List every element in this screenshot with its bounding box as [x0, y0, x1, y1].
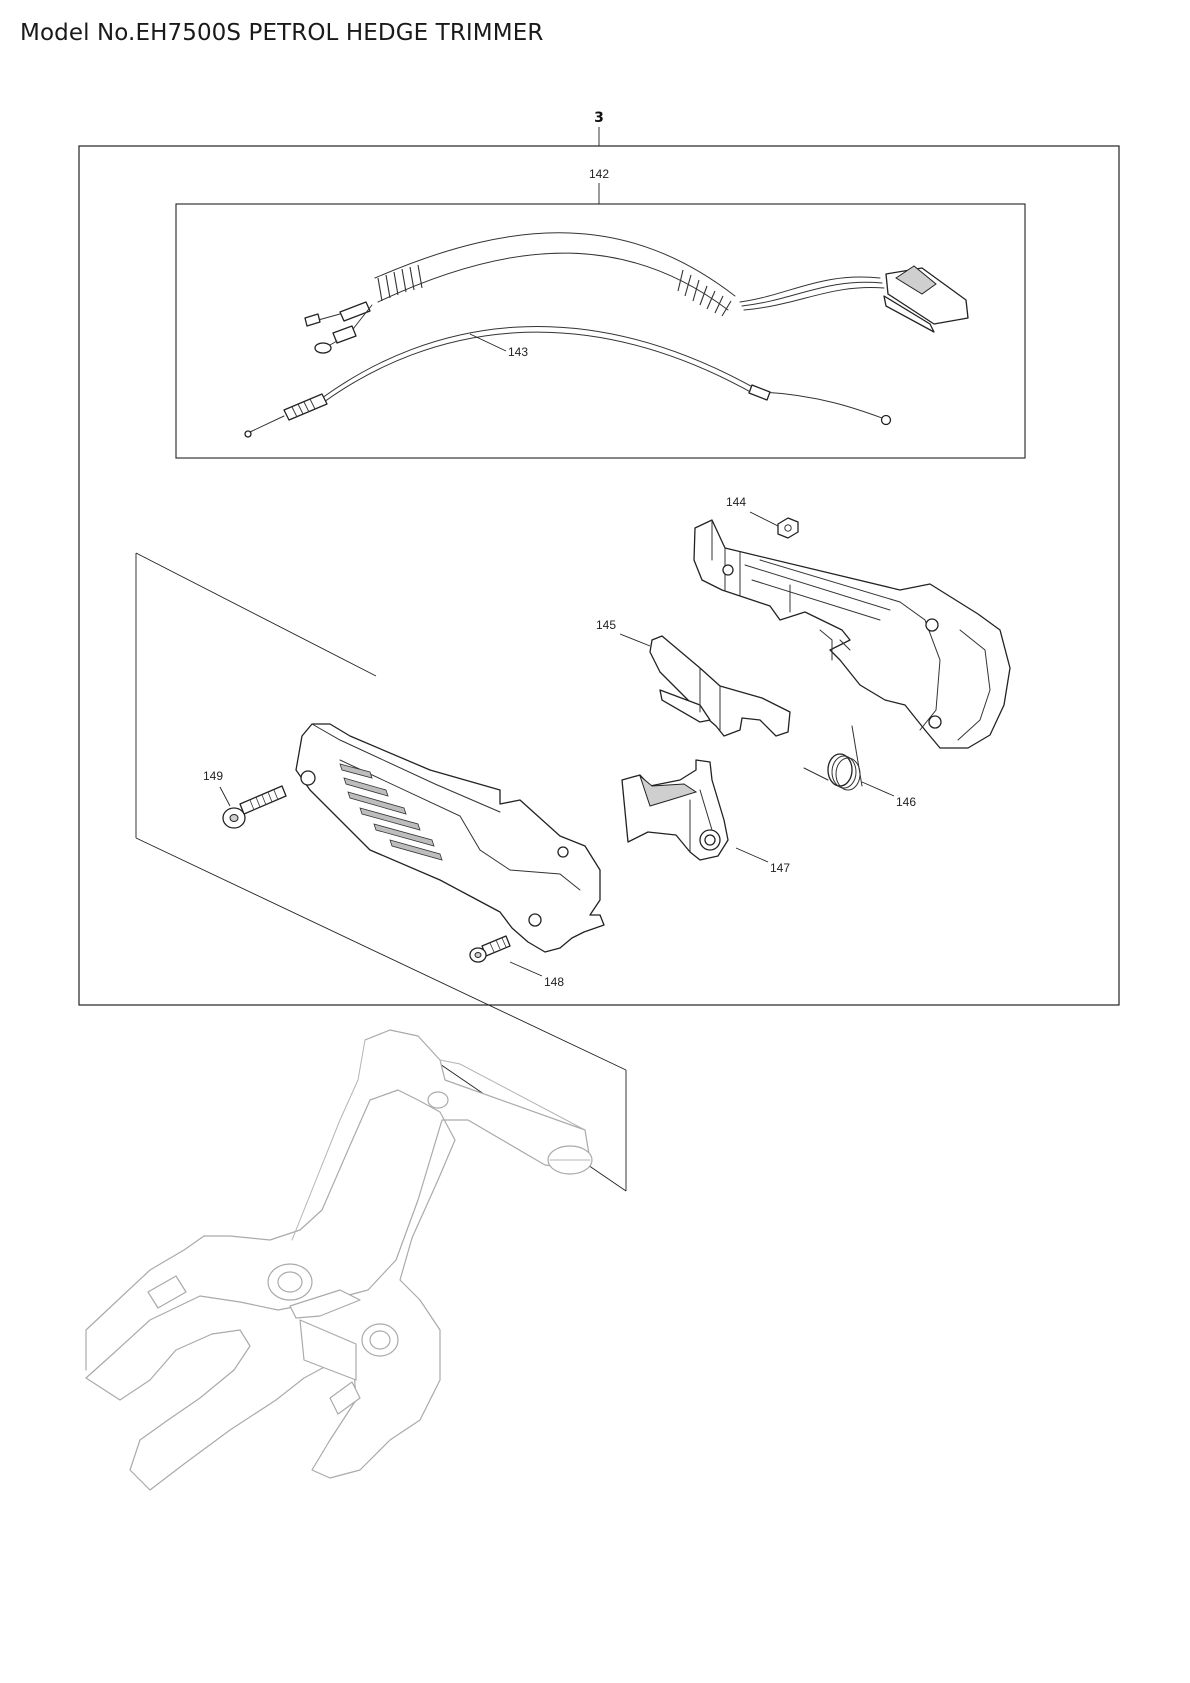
handle-housing-lower [295, 723, 605, 953]
label-148: 148 [544, 975, 564, 989]
label-143: 143 [508, 345, 528, 359]
reference-frame-ghost [85, 1029, 593, 1491]
group-label: 3 [594, 110, 604, 126]
short-screw-148 [469, 935, 511, 963]
subassembly-frame-142 [175, 203, 1026, 459]
handle-housing-upper [693, 519, 1011, 749]
label-149: 149 [203, 769, 223, 783]
ignition-wire-142 [304, 232, 969, 354]
label-144: 144 [726, 495, 746, 509]
page-title: Model No.EH7500S PETROL HEDGE TRIMMER [20, 20, 544, 46]
torsion-spring-146 [803, 725, 863, 791]
assembly-frame [78, 145, 1120, 1006]
label-146: 146 [896, 795, 916, 809]
long-screw-149 [222, 785, 287, 829]
label-145: 145 [596, 618, 616, 632]
lock-lever-145 [649, 635, 791, 737]
throttle-trigger-147 [621, 759, 729, 861]
label-142: 142 [589, 167, 609, 181]
label-147: 147 [770, 861, 790, 875]
throttle-cable-143 [244, 326, 892, 438]
